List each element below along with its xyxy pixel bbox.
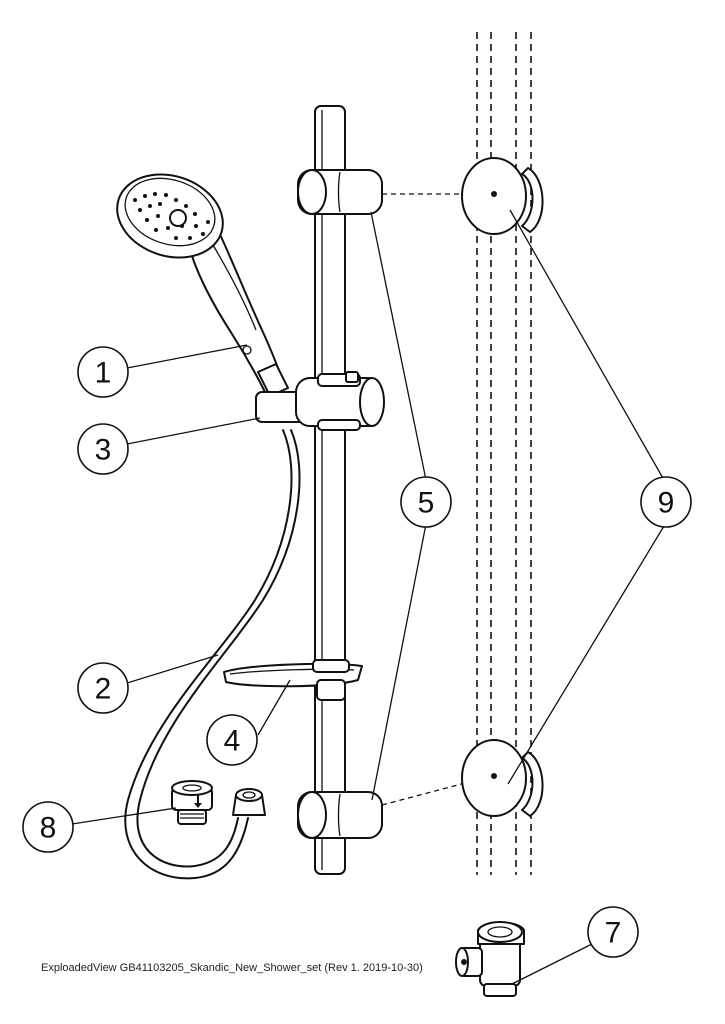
callout-8-label: 8 bbox=[40, 812, 57, 845]
callout-2: 2 bbox=[77, 662, 129, 714]
flow-adaptor bbox=[171, 780, 213, 825]
callout-1: 1 bbox=[77, 346, 129, 398]
callout-9: 9 bbox=[640, 476, 692, 528]
callout-5-label: 5 bbox=[418, 487, 435, 520]
callout-9-label: 9 bbox=[658, 487, 675, 520]
soap-dish bbox=[223, 659, 363, 701]
lower-wall-plug bbox=[461, 739, 544, 817]
callout-7-label: 7 bbox=[605, 917, 622, 950]
wall-outline bbox=[476, 32, 532, 875]
shower-hose bbox=[124, 429, 301, 880]
riser-rail bbox=[314, 105, 346, 875]
callout-4-label: 4 bbox=[224, 725, 241, 758]
callout-2-label: 2 bbox=[95, 673, 112, 706]
upper-rail-bracket bbox=[297, 169, 383, 215]
hose-nut bbox=[232, 788, 266, 816]
document-caption: ExploadedView GB41103205_Skandic_New_Sho… bbox=[41, 962, 423, 974]
hand-shower bbox=[116, 173, 285, 395]
leader-lines bbox=[71, 209, 665, 985]
callout-3-label: 3 bbox=[95, 434, 112, 467]
slider-holder bbox=[255, 363, 385, 431]
t-piece-connector bbox=[455, 921, 525, 997]
callout-3: 3 bbox=[77, 423, 129, 475]
callout-1-label: 1 bbox=[95, 357, 112, 390]
spray-nozzles bbox=[133, 192, 210, 240]
callout-7: 7 bbox=[587, 906, 639, 958]
lower-rail-bracket bbox=[297, 791, 383, 839]
callout-4: 4 bbox=[206, 714, 258, 766]
callout-8: 8 bbox=[22, 801, 74, 853]
upper-wall-plug bbox=[461, 157, 544, 235]
callout-5: 5 bbox=[400, 476, 452, 528]
